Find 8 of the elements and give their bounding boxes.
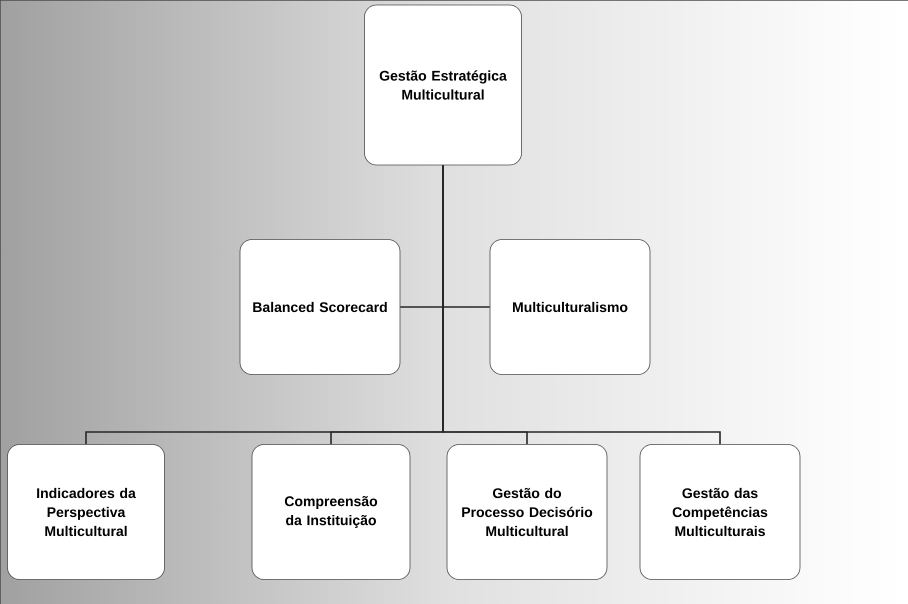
- org-box: Multiculturalismo: [490, 239, 650, 375]
- org-box: Gestão Estratégica Multicultural: [364, 4, 522, 166]
- org-box: Gestão do Processo Decisório Multicultural: [446, 444, 608, 580]
- org-box: Gestão das Competências Multiculturais: [640, 444, 800, 580]
- connector-line: [442, 165, 721, 444]
- org-box: Indicadores da Perspectiva Multicultural: [7, 444, 165, 580]
- org-box: Compreensão da Instituição: [252, 444, 410, 580]
- org-box: Balanced Scorecard: [240, 239, 400, 375]
